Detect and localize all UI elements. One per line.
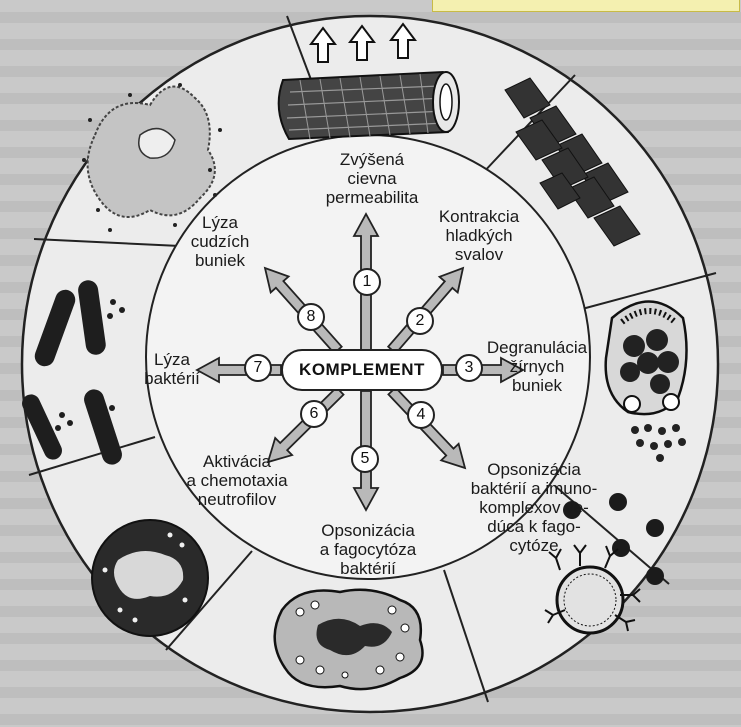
label-smooth-muscle-contraction: Kontrakcia hladkých svalov: [438, 207, 520, 264]
label-foreign-cell-lysis: Lýza cudzích buniek: [190, 213, 250, 270]
highlight-tag: [432, 0, 740, 12]
badge-7: 7: [244, 354, 272, 382]
label-mast-cell-degranulation: Degranulácia žírnych buniek: [486, 338, 588, 395]
badge-6: 6: [300, 400, 328, 428]
mast-cell-illustration: [604, 300, 688, 462]
foreign-cell-lysis-illustration: [82, 83, 222, 232]
bacteria-illustration: [22, 280, 125, 465]
smooth-muscle-illustration: [504, 77, 641, 247]
phagocyte-illustration: [273, 588, 424, 691]
badge-2: 2: [406, 307, 434, 335]
label-opsonization-immunocomplexes: Opsonizácia baktérií a imuno- komplexov …: [470, 460, 598, 555]
label-bacteria-lysis: Lýza baktérií: [144, 350, 200, 388]
label-opsonization-phagocytosis: Opsonizácia a fagocytóza baktérií: [319, 521, 417, 578]
label-vascular-permeability: Zvýšená cievna permeabilita: [325, 150, 419, 207]
immune-complex-illustration: [544, 493, 664, 635]
arrow-3: [442, 356, 525, 384]
blood-vessel-illustration: [277, 22, 460, 141]
neutrophil-illustration: [91, 519, 209, 637]
complement-hub: KOMPLEMENT: [281, 349, 443, 391]
badge-3: 3: [455, 354, 483, 382]
arrow-7: [195, 356, 282, 384]
badge-4: 4: [407, 401, 435, 429]
badge-8: 8: [297, 303, 325, 331]
badge-1: 1: [353, 268, 381, 296]
label-neutrophil-activation: Aktivácia a chemotaxia neutrofilov: [186, 452, 288, 509]
badge-5: 5: [351, 445, 379, 473]
effect-arrows: [195, 212, 525, 512]
